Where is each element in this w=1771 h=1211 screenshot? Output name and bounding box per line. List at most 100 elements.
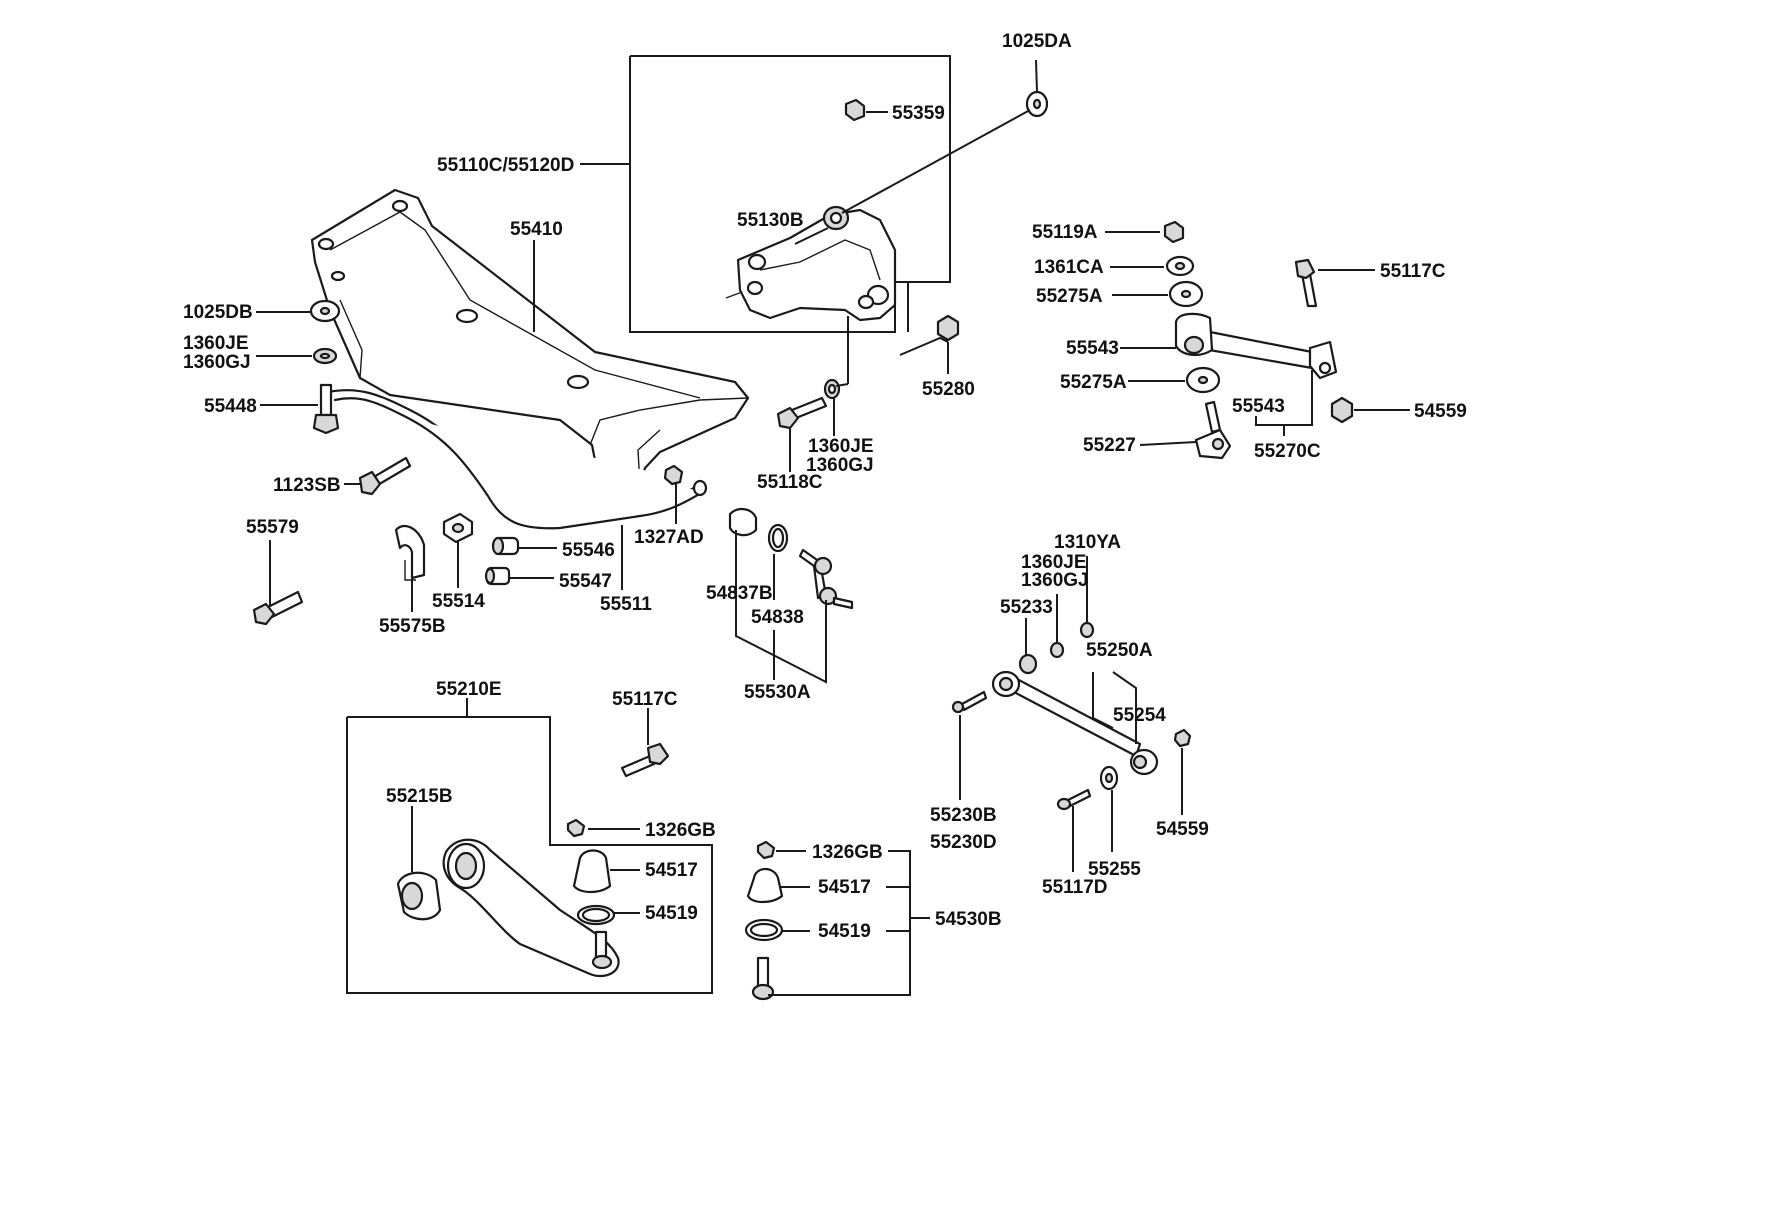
nut-1360JE-c-icon: [1049, 641, 1065, 659]
bolt-55117C-icon: [1294, 258, 1318, 308]
nut-1326GB-icon: [566, 818, 586, 838]
label-55270C: 55270C: [1254, 441, 1321, 462]
label-55130B: 55130B: [737, 210, 804, 231]
nut-1326GB-b-icon: [756, 840, 776, 860]
bushing-55547-icon: [484, 566, 511, 586]
bolt-55117D-icon: [1056, 788, 1092, 811]
bracket-55575B-icon: [394, 524, 426, 581]
label-55547: 55547: [559, 571, 612, 592]
label-54559-a: 54559: [1414, 401, 1467, 422]
part-labels: 1025DA 55359 55110C/55120D 55130B 55410 …: [183, 31, 1467, 942]
washer-1025DB-icon: [309, 299, 341, 323]
label-55546: 55546: [562, 540, 615, 561]
washer-1360JE-icon: [312, 347, 338, 365]
label-1326GB-b: 1326GB: [812, 842, 883, 863]
label-54519-a: 54519: [645, 903, 698, 924]
bushing-55546-icon: [491, 536, 520, 556]
link-55530A-icon: [798, 548, 854, 610]
label-55511: 55511: [600, 594, 652, 615]
label-1360GJ-c: 1360GJ: [1021, 570, 1089, 591]
nut-55359-icon: [844, 98, 866, 122]
washer-1361CA-icon: [1165, 255, 1195, 277]
label-55543-a: 55543: [1066, 338, 1119, 359]
nut-1327AD-icon: [663, 464, 684, 486]
stabilizer-bar-part: [326, 389, 708, 530]
label-55233: 55233: [1000, 597, 1053, 618]
label-55448: 55448: [204, 396, 257, 417]
label-1360GJ-a: 1360GJ: [183, 352, 251, 373]
label-55275A-a: 55275A: [1036, 286, 1103, 307]
bolt-55579-icon: [252, 590, 304, 626]
washer-55275A-b-icon: [1185, 366, 1221, 394]
label-55250A: 55250A: [1086, 640, 1153, 661]
label-1327AD: 1327AD: [634, 527, 704, 548]
label-55543-b: 55543: [1232, 396, 1285, 417]
washer-1025DA-icon: [1025, 90, 1049, 118]
label-55227: 55227: [1083, 435, 1136, 456]
label-55255: 55255: [1088, 859, 1141, 880]
label-55514: 55514: [432, 591, 485, 612]
label-54517-a: 54517: [645, 860, 698, 881]
label-1360JE-a: 1360JE: [183, 333, 249, 354]
nut-54559-b-icon: [1173, 728, 1192, 748]
ring-54519-icon: [576, 904, 616, 926]
boot-54517-b-icon: [746, 867, 784, 904]
label-55117C-b: 55117C: [612, 689, 678, 710]
leader-lines: [256, 59, 1410, 996]
bolt-1123SB-icon: [358, 456, 412, 496]
boot-54517-icon: [572, 849, 612, 894]
label-55230D: 55230D: [930, 832, 997, 853]
arm-55250A-icon: [991, 670, 1159, 776]
label-55110C-55120D: 55110C/55120D: [437, 155, 574, 176]
label-54517-b: 54517: [818, 877, 871, 898]
washer-55255-icon: [1099, 765, 1119, 791]
label-55359: 55359: [892, 103, 945, 124]
label-55410: 55410: [510, 219, 563, 240]
label-55254: 55254: [1113, 705, 1166, 726]
bolt-55230B-icon: [951, 690, 988, 714]
label-1360GJ-b: 1360GJ: [806, 455, 874, 476]
label-54838: 54838: [751, 607, 804, 628]
label-55118C: 55118C: [757, 472, 823, 493]
bolt-55448-icon: [312, 383, 340, 435]
ring-54519-b-icon: [744, 918, 784, 942]
label-54559-b: 54559: [1156, 819, 1209, 840]
bolt-55118C-icon: [776, 396, 828, 430]
nut-55119A-icon: [1163, 220, 1185, 244]
bushing-55233-icon: [1018, 653, 1038, 675]
label-55215B: 55215B: [386, 786, 453, 807]
label-1025DB: 1025DB: [183, 302, 253, 323]
ring-54838-icon: [767, 523, 789, 553]
label-1310YA: 1310YA: [1054, 532, 1121, 553]
bolt-55117C-b-icon: [620, 742, 670, 778]
label-55210E: 55210E: [436, 679, 502, 700]
label-54530B: 54530B: [935, 909, 1002, 930]
crossmember-part: [310, 188, 750, 508]
stud-55227-icon: [1194, 400, 1232, 460]
nut-1310YA-icon: [1079, 621, 1095, 639]
bushing-55514-icon: [442, 512, 474, 544]
label-55579: 55579: [246, 517, 299, 538]
label-1360JE-b: 1360JE: [808, 436, 874, 457]
box-lower-arm-group: [346, 716, 713, 994]
nut-54559-icon: [1330, 396, 1354, 424]
label-55280: 55280: [922, 379, 975, 400]
bushing-54837B-icon: [728, 508, 758, 537]
washer-1360JE-b-icon: [823, 378, 841, 400]
label-55119A: 55119A: [1032, 222, 1098, 243]
label-1361CA: 1361CA: [1034, 257, 1104, 278]
label-55530A: 55530A: [744, 682, 811, 703]
label-1123SB: 1123SB: [273, 475, 341, 496]
arm-55215B-part: [396, 838, 620, 978]
label-55117C-a: 55117C: [1380, 261, 1446, 282]
label-55575B: 55575B: [379, 616, 446, 637]
label-1326GB-a: 1326GB: [645, 820, 716, 841]
label-54519-b: 54519: [818, 921, 871, 942]
washer-55275A-icon: [1168, 280, 1204, 308]
label-54837B: 54837B: [706, 583, 773, 604]
label-1360JE-c: 1360JE: [1021, 552, 1087, 573]
upper-arm-part: [725, 205, 897, 322]
nut-55280-icon: [936, 314, 960, 342]
label-1025DA: 1025DA: [1002, 31, 1072, 52]
